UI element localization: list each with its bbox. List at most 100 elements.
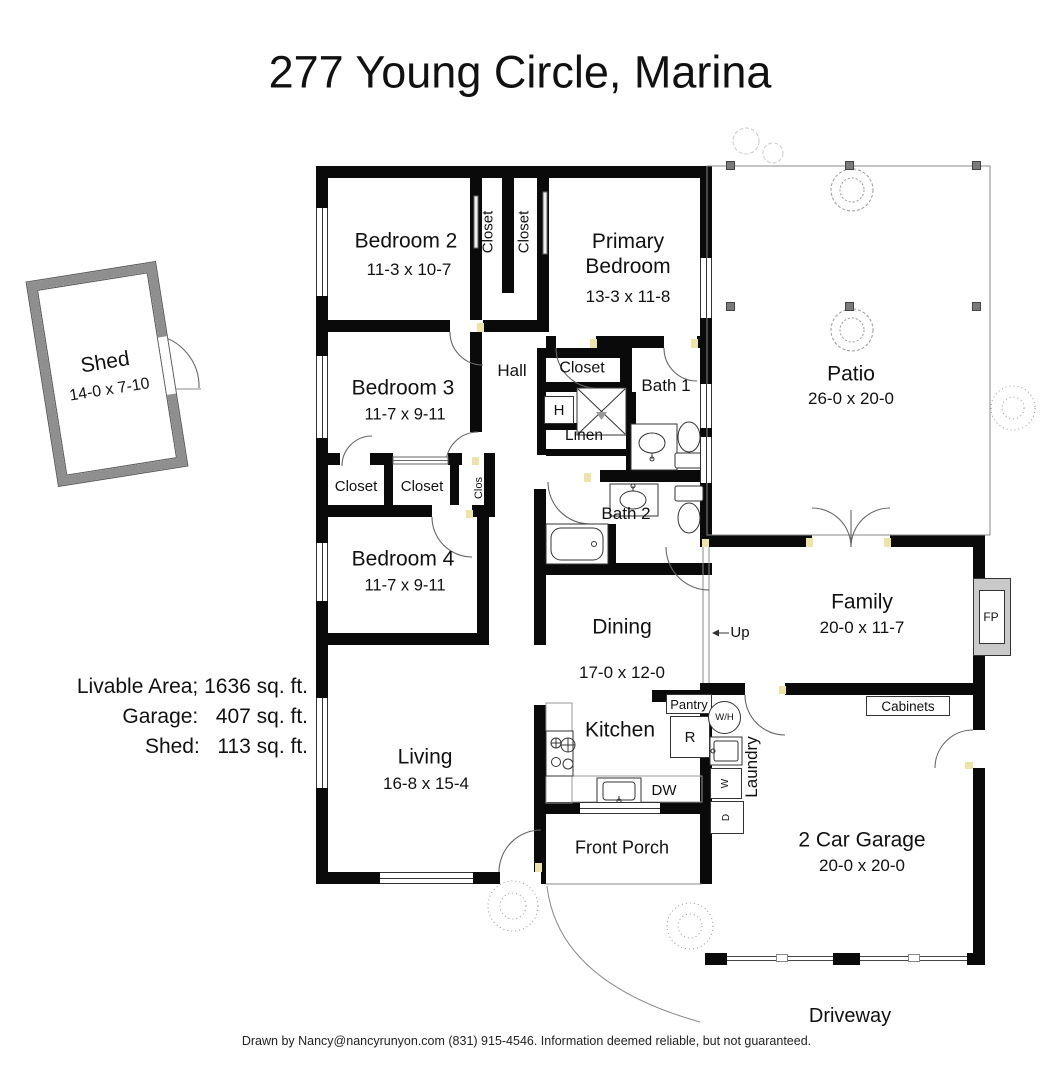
bath2-label: Bath 2 bbox=[601, 503, 651, 523]
family-step-door-arc bbox=[665, 546, 710, 591]
bath1-toilet bbox=[677, 421, 701, 453]
wall-segment bbox=[450, 459, 459, 505]
patio-label: Patio bbox=[827, 362, 875, 386]
patio-double-door-arc bbox=[850, 507, 891, 548]
wall-segment bbox=[316, 453, 340, 465]
heater-closet: H bbox=[544, 396, 574, 424]
closet-label: Closet bbox=[479, 210, 497, 254]
living-label: Living bbox=[397, 745, 453, 769]
wall-segment bbox=[546, 336, 556, 348]
wall-segment bbox=[973, 768, 985, 965]
primary-door-arc bbox=[555, 347, 597, 389]
shed-dims: 14-0 x 7-10 bbox=[68, 375, 151, 405]
front-door-arc bbox=[498, 829, 542, 873]
hall-closet-label: Closet bbox=[559, 359, 605, 377]
bath1-vanity bbox=[630, 423, 678, 471]
primary-bedroom-dims: 13-3 x 11-8 bbox=[585, 286, 671, 306]
wall-segment bbox=[502, 178, 514, 293]
bedroom4-dims: 11-7 x 9-11 bbox=[364, 576, 446, 595]
dining-label: Dining bbox=[592, 615, 652, 639]
wall-segment bbox=[483, 320, 546, 332]
window bbox=[316, 698, 328, 788]
door-hinge-wedges bbox=[466, 323, 973, 872]
wall-segment bbox=[546, 802, 580, 814]
wall-segment bbox=[316, 633, 483, 645]
bedroom3-dims: 11-7 x 9-11 bbox=[364, 405, 446, 424]
shrub bbox=[666, 902, 714, 950]
window bbox=[580, 802, 660, 814]
garage-dims: 20-0 x 20-0 bbox=[819, 855, 905, 875]
bath2-toilet bbox=[674, 485, 704, 502]
wall-segment bbox=[705, 683, 745, 695]
livable-area-text: Livable Area; 1636 sq. ft. bbox=[76, 675, 308, 698]
patio-post bbox=[972, 302, 981, 311]
pantry: Pantry bbox=[666, 694, 712, 714]
wall-segment bbox=[470, 332, 482, 432]
wall-segment bbox=[660, 802, 702, 814]
fireplace-label: FP bbox=[983, 609, 999, 624]
patio-post bbox=[726, 302, 735, 311]
garage-door-handle bbox=[908, 954, 920, 962]
window bbox=[700, 437, 712, 483]
bath1-door-arc bbox=[663, 347, 698, 382]
small-closet-label: Clos bbox=[473, 476, 485, 500]
garage-door-handle bbox=[776, 954, 788, 962]
dryer: D bbox=[710, 801, 744, 834]
patio-post bbox=[845, 161, 854, 170]
linen-label: Linen bbox=[565, 426, 603, 444]
area-summary: Livable Area; 1636 sq. ft. Garage: 407 s… bbox=[40, 672, 308, 762]
window bbox=[700, 384, 712, 428]
fixtures bbox=[392, 191, 996, 806]
closet-label: Closet bbox=[334, 478, 378, 496]
wall-segment bbox=[472, 505, 489, 517]
closet-slider bbox=[473, 195, 479, 249]
wall-segment bbox=[705, 953, 727, 965]
garage-side-door-arc bbox=[934, 729, 974, 769]
patio-double-door-arc bbox=[811, 507, 852, 548]
wall-segment bbox=[785, 683, 985, 695]
wall-segment bbox=[833, 953, 860, 965]
footer-credit: Drawn by Nancy@nancyrunyon.com (831) 915… bbox=[241, 1034, 812, 1048]
tree bbox=[830, 308, 874, 352]
up-label: Up bbox=[730, 624, 750, 642]
wall-segment bbox=[316, 320, 450, 332]
wall-segment bbox=[705, 535, 812, 547]
window bbox=[700, 258, 712, 318]
bath2-door-arc bbox=[547, 481, 591, 525]
bedroom3-label: Bedroom 3 bbox=[351, 376, 455, 400]
tree bbox=[830, 168, 874, 212]
refrigerator: R bbox=[670, 716, 710, 758]
dishwasher-label: DW bbox=[651, 782, 677, 800]
bedroom2-label: Bedroom 2 bbox=[354, 229, 458, 253]
front-porch-label: Front Porch bbox=[574, 837, 670, 858]
bush bbox=[762, 142, 784, 164]
shrub bbox=[487, 880, 539, 932]
patio-post bbox=[845, 302, 854, 311]
window bbox=[316, 208, 328, 296]
primary-bedroom-label: Primary Bedroom bbox=[585, 230, 671, 278]
wall-segment bbox=[890, 535, 985, 547]
kitchen-label: Kitchen bbox=[584, 718, 656, 742]
closet-slider bbox=[542, 191, 548, 255]
wall-segment bbox=[316, 505, 432, 517]
closet-door-arc bbox=[341, 435, 373, 467]
shed-label: Shed bbox=[79, 346, 132, 378]
page-title: 277 Young Circle, Marina bbox=[268, 46, 772, 98]
bedroom4-label: Bedroom 4 bbox=[351, 547, 455, 571]
water-heater: W/H bbox=[708, 701, 741, 734]
wall-segment bbox=[316, 872, 380, 884]
patio-post bbox=[726, 161, 735, 170]
bath1-label: Bath 1 bbox=[641, 375, 691, 395]
dining-dims: 17-0 x 12-0 bbox=[579, 662, 665, 682]
washer: W bbox=[710, 768, 742, 799]
bath2-vanity bbox=[609, 483, 659, 517]
wall-segment bbox=[620, 348, 632, 392]
bedroom2-door-arc bbox=[449, 331, 484, 366]
shed-area-text: Shed: 113 sq. ft. bbox=[144, 735, 308, 758]
driveway-label: Driveway bbox=[808, 1005, 892, 1028]
closet-label: Closet bbox=[515, 210, 533, 254]
wall-segment bbox=[697, 336, 712, 348]
laundry-label: Laundry bbox=[742, 736, 761, 798]
